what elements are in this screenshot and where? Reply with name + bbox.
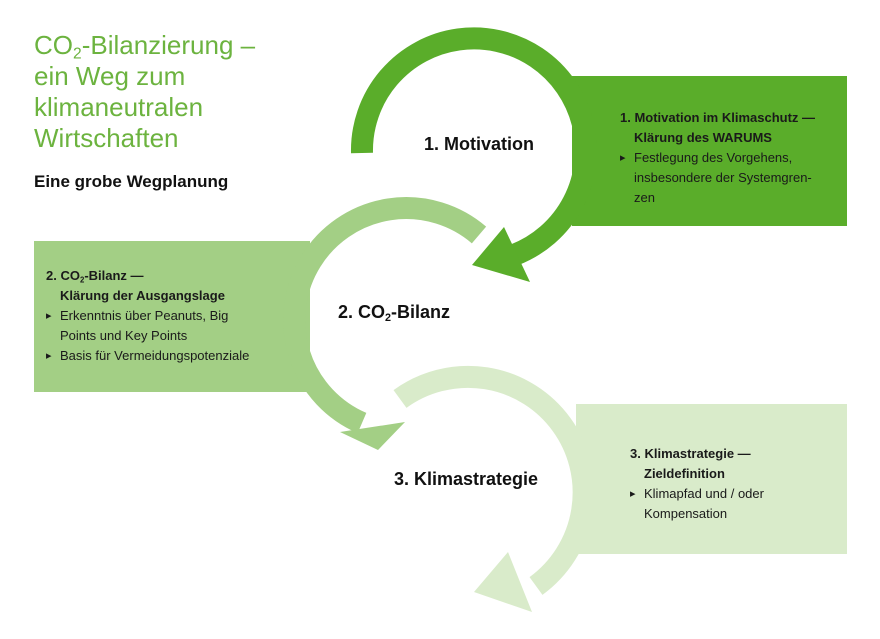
title-line-1: CO2-Bilanzierung – <box>34 30 256 63</box>
arrow-step-2-arc <box>283 197 487 434</box>
title-line-4: Wirtschaften <box>34 123 179 153</box>
box3-subheading: Zieldefinition <box>644 466 725 481</box>
page-subtitle: Eine grobe Wegplanung <box>34 172 229 191</box>
box2-heading: 2. CO2-Bilanz — <box>46 268 144 285</box>
box1-subheading: Klärung des WARUMS <box>634 130 772 145</box>
arrow-step-2-head <box>340 422 405 450</box>
title-line-2: ein Weg zum <box>34 61 186 91</box>
title-line-3: klimaneutralen <box>34 92 204 122</box>
info-box-co2-bilanz-text: 2. CO2-Bilanz — Klärung der Ausgangslage… <box>46 266 296 366</box>
info-box-klimastrategie-text: 3. Klimastrategie — Zieldefinition Klima… <box>630 444 840 524</box>
arrow-step-1-arc <box>350 27 597 266</box>
arrow-step-1 <box>350 27 597 282</box>
step-label-motivation: 1. Motivation <box>424 134 535 154</box>
step-label-klimastrategie: 3. Klimastrategie <box>394 469 539 489</box>
box1-bullet: Festlegung des Vorgehens, insbesondere d… <box>620 148 840 208</box>
arrow-step-1-head <box>472 227 530 282</box>
arrow-step-3 <box>393 365 595 612</box>
box2-bullet-2: Basis für Vermeidungspotenziale <box>46 346 296 366</box>
box3-bullet: Klimapfad und / oder Kompensation <box>630 484 840 524</box>
arrow-step-2 <box>283 197 487 450</box>
info-box-motivation-text: 1. Motivation im Klimaschutz — Klärung d… <box>620 108 840 208</box>
arrow-step-3-arc <box>393 365 595 595</box>
step-label-co2-bilanz: 2. CO2-Bilanz <box>338 302 451 325</box>
info-box-klimastrategie <box>576 404 847 554</box>
box1-heading: 1. Motivation im Klimaschutz — <box>620 110 816 125</box>
box2-subheading: Klärung der Ausgangslage <box>60 288 225 303</box>
page-title: CO2-Bilanzierung – ein Weg zum klimaneut… <box>34 30 294 154</box>
box2-bullet-1: Erkenntnis über Peanuts, Big Points und … <box>46 306 296 346</box>
arrow-step-3-head <box>474 552 532 612</box>
box3-heading: 3. Klimastrategie — <box>630 446 751 461</box>
